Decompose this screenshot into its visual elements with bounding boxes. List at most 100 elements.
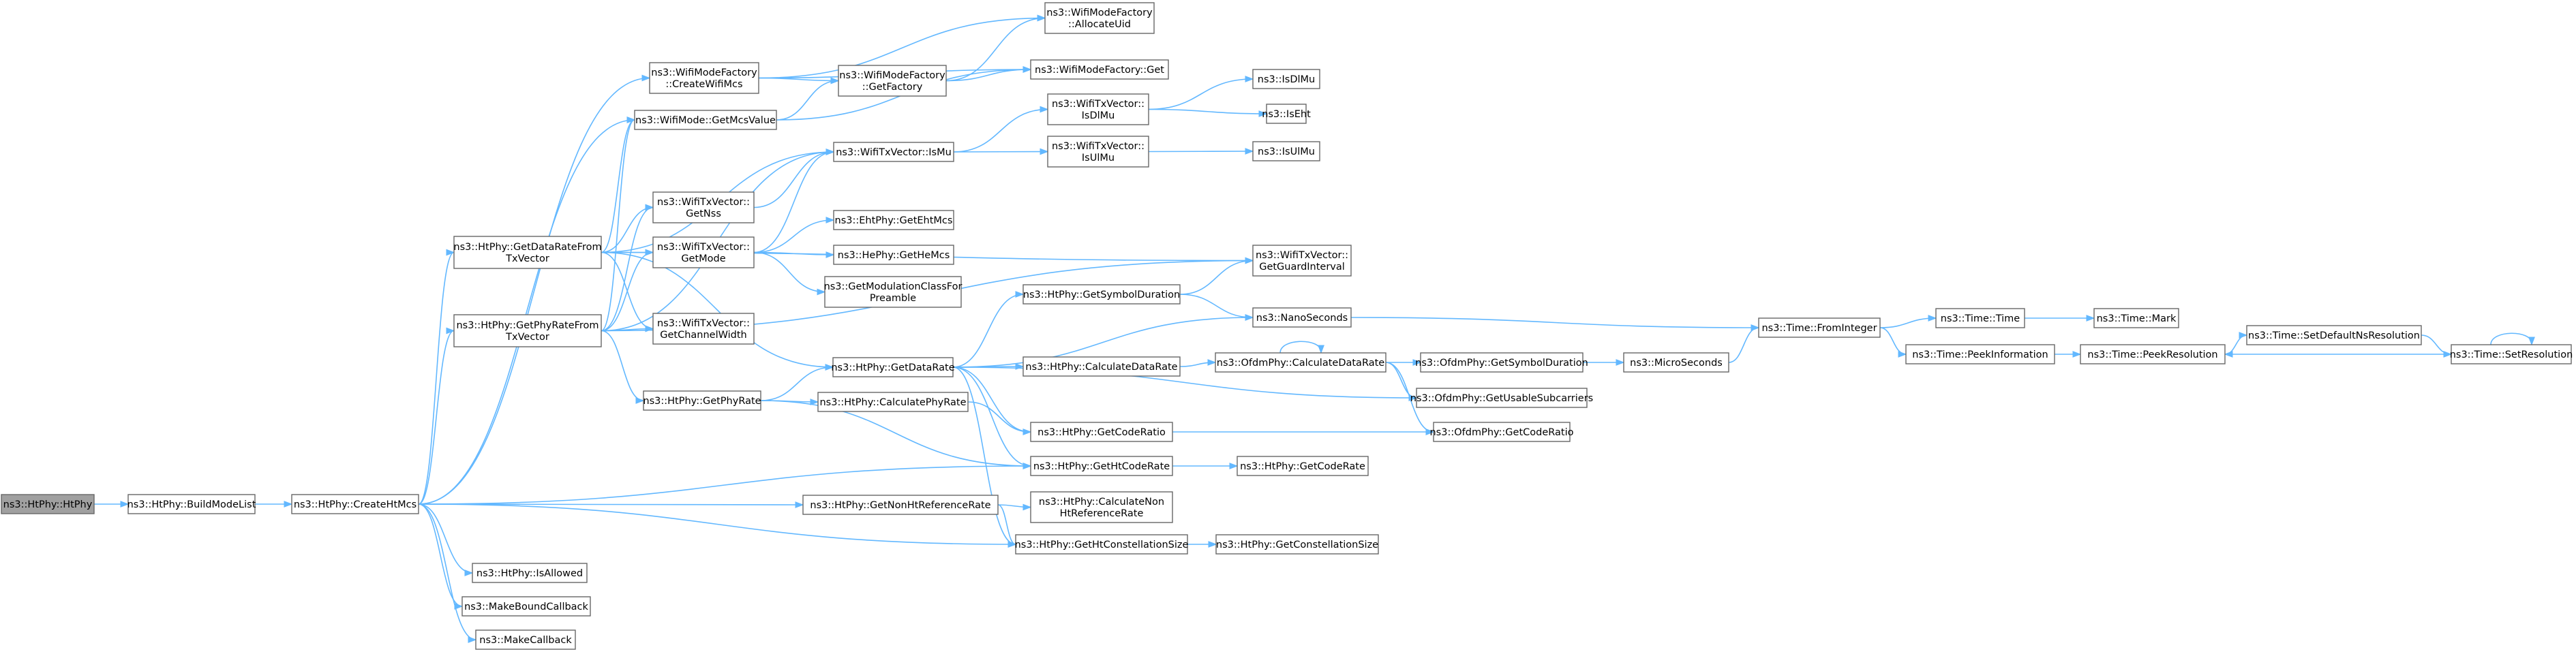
node-box[interactable] (453, 314, 602, 347)
graph-node-n12[interactable]: ns3::WifiTxVector::GetChannelWidth (652, 313, 755, 345)
graph-node-n36[interactable]: ns3::NanoSeconds (1252, 307, 1352, 328)
graph-node-n44[interactable]: ns3::Time::FromInteger (1758, 317, 1881, 338)
node-box[interactable] (649, 62, 759, 94)
node-box[interactable] (1215, 352, 1387, 373)
graph-node-n33[interactable]: ns3::IsEht (1262, 104, 1311, 124)
node-box[interactable] (1905, 344, 2055, 364)
node-box[interactable] (1433, 422, 1571, 442)
node-box[interactable] (1, 494, 95, 514)
node-box[interactable] (833, 245, 954, 265)
node-box[interactable] (1252, 307, 1352, 328)
node-box[interactable] (1623, 352, 1729, 373)
graph-node-n7[interactable]: ns3::MakeCallback (475, 629, 576, 650)
node-box[interactable] (652, 313, 755, 345)
graph-node-n0[interactable]: ns3::HtPhy::HtPhy (1, 494, 95, 514)
graph-node-n24[interactable]: ns3::WifiTxVector::IsDlMu (1047, 93, 1149, 125)
graph-node-n45[interactable]: ns3::Time::Time (1935, 308, 2025, 328)
graph-node-n8[interactable]: ns3::WifiModeFactory::CreateWifiMcs (649, 62, 759, 94)
graph-node-n16[interactable]: ns3::EhtPhy::GetEhtMcs (833, 210, 954, 230)
node-box[interactable] (1030, 422, 1173, 442)
node-box[interactable] (1030, 59, 1169, 80)
graph-node-n6[interactable]: ns3::MakeBoundCallback (461, 596, 591, 617)
node-box[interactable] (453, 236, 602, 269)
node-box[interactable] (2246, 325, 2422, 345)
graph-node-n39[interactable]: ns3::HtPhy::GetConstellationSize (1215, 534, 1379, 555)
graph-node-n13[interactable]: ns3::HtPhy::GetPhyRate (643, 390, 761, 411)
graph-node-n27[interactable]: ns3::HtPhy::CalculateDataRate (1022, 356, 1181, 377)
node-box[interactable] (1215, 534, 1379, 555)
node-box[interactable] (2451, 344, 2572, 364)
node-box[interactable] (832, 357, 954, 377)
node-box[interactable] (2093, 308, 2179, 328)
node-box[interactable] (1266, 104, 1307, 124)
graph-node-n37[interactable]: ns3::OfdmPhy::CalculateDataRate (1215, 352, 1387, 373)
node-box[interactable] (824, 276, 962, 308)
node-box[interactable] (461, 596, 591, 617)
node-box[interactable] (1030, 456, 1173, 476)
node-box[interactable] (1015, 534, 1188, 555)
node-box[interactable] (1022, 356, 1181, 377)
graph-node-n23[interactable]: ns3::WifiModeFactory::Get (1030, 59, 1169, 80)
node-box[interactable] (652, 191, 755, 223)
node-box[interactable] (652, 236, 755, 268)
node-box[interactable] (634, 110, 777, 130)
graph-node-n21[interactable]: ns3::HtPhy::GetNonHtReferenceRate (802, 495, 999, 515)
graph-node-n31[interactable]: ns3::HtPhy::GetHtConstellationSize (1015, 534, 1189, 555)
graph-node-n42[interactable]: ns3::OfdmPhy::GetCodeRatio (1429, 422, 1574, 442)
graph-node-n47[interactable]: ns3::Time::Mark (2093, 308, 2179, 328)
graph-node-n34[interactable]: ns3::IsUlMu (1252, 141, 1320, 161)
node-box[interactable] (1030, 491, 1173, 523)
node-box[interactable] (475, 629, 576, 650)
node-box[interactable] (291, 494, 419, 514)
node-box[interactable] (1252, 245, 1352, 277)
node-box[interactable] (1047, 136, 1149, 168)
graph-node-n40[interactable]: ns3::OfdmPhy::GetSymbolDuration (1415, 352, 1588, 373)
graph-node-n49[interactable]: ns3::Time::SetDefaultNsResolution (2246, 325, 2422, 345)
graph-node-n48[interactable]: ns3::Time::PeekResolution (2080, 344, 2226, 364)
node-box[interactable] (1044, 2, 1155, 34)
graph-node-n32[interactable]: ns3::IsDlMu (1252, 69, 1320, 89)
node-box[interactable] (802, 495, 999, 515)
graph-node-n28[interactable]: ns3::HtPhy::GetCodeRatio (1030, 422, 1173, 442)
graph-node-n17[interactable]: ns3::HePhy::GetHeMcs (833, 245, 954, 265)
node-box[interactable] (1416, 388, 1588, 408)
graph-node-n11[interactable]: ns3::WifiTxVector::GetMode (652, 236, 755, 268)
graph-node-n41[interactable]: ns3::OfdmPhy::GetUsableSubcarriers (1410, 388, 1593, 408)
graph-node-n50[interactable]: ns3::Time::SetResolution (2450, 344, 2573, 364)
node-box[interactable] (1420, 352, 1584, 373)
graph-node-n35[interactable]: ns3::WifiTxVector::GetGuardInterval (1252, 245, 1352, 277)
node-box[interactable] (1252, 141, 1320, 161)
graph-node-n25[interactable]: ns3::WifiTxVector::IsUlMu (1047, 136, 1149, 168)
graph-node-n15[interactable]: ns3::WifiTxVector::IsMu (833, 142, 954, 162)
graph-node-n9[interactable]: ns3::WifiMode::GetMcsValue (634, 110, 777, 130)
graph-node-n19[interactable]: ns3::HtPhy::GetDataRate (831, 357, 955, 377)
graph-node-n10[interactable]: ns3::WifiTxVector::GetNss (652, 191, 755, 223)
node-box[interactable] (1935, 308, 2025, 328)
node-box[interactable] (1237, 456, 1369, 476)
node-box[interactable] (1022, 284, 1181, 305)
node-box[interactable] (2080, 344, 2226, 364)
graph-node-n29[interactable]: ns3::HtPhy::GetHtCodeRate (1030, 456, 1173, 476)
graph-node-n5[interactable]: ns3::HtPhy::IsAllowed (472, 563, 588, 583)
graph-node-n46[interactable]: ns3::Time::PeekInformation (1905, 344, 2055, 364)
node-box[interactable] (1047, 93, 1149, 125)
graph-node-n38[interactable]: ns3::HtPhy::GetCodeRate (1237, 456, 1369, 476)
graph-node-n22[interactable]: ns3::WifiModeFactory::AllocateUid (1044, 2, 1155, 34)
graph-node-n43[interactable]: ns3::MicroSeconds (1623, 352, 1729, 373)
node-box[interactable] (838, 65, 947, 97)
node-box[interactable] (643, 390, 761, 411)
node-box[interactable] (833, 210, 954, 230)
graph-node-n26[interactable]: ns3::HtPhy::GetSymbolDuration (1022, 284, 1181, 305)
node-box[interactable] (833, 142, 954, 162)
graph-node-n20[interactable]: ns3::HtPhy::CalculatePhyRate (817, 392, 969, 412)
node-box[interactable] (817, 392, 969, 412)
node-box[interactable] (1758, 317, 1881, 338)
graph-node-n14[interactable]: ns3::WifiModeFactory::GetFactory (838, 65, 947, 97)
graph-node-n1[interactable]: ns3::HtPhy::BuildModeList (127, 494, 256, 514)
node-box[interactable] (472, 563, 588, 583)
graph-node-n2[interactable]: ns3::HtPhy::CreateHtMcs (291, 494, 419, 514)
